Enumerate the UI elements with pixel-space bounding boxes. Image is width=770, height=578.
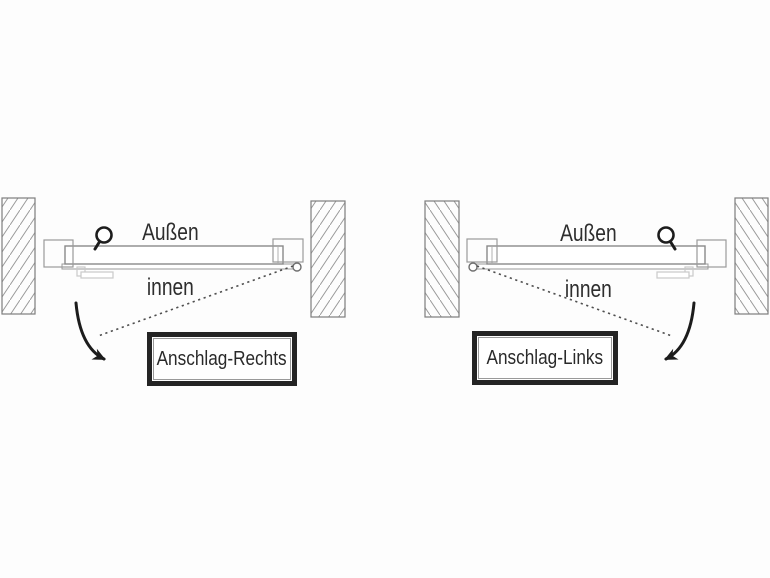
outside-label-right-diagram: Außen xyxy=(528,220,648,247)
hinge-type-label: Anschlag-Links xyxy=(486,346,604,369)
inside-label-text: innen xyxy=(146,274,194,301)
inside-label-left-diagram: innen xyxy=(110,274,230,301)
inside-label-right-diagram: innen xyxy=(528,276,648,303)
hinge-type-box-left-hinged: Anschlag-Links xyxy=(472,331,618,385)
hinge-type-box-inner: Anschlag-Rechts xyxy=(153,338,291,380)
inside-label-text: innen xyxy=(564,276,612,303)
hinge-type-box-inner: Anschlag-Links xyxy=(478,337,612,379)
outside-label-text: Außen xyxy=(141,219,199,246)
hinge-type-box-right-hinged: Anschlag-Rechts xyxy=(147,332,297,386)
outside-label-left-diagram: Außen xyxy=(110,219,230,246)
hinge-type-label: Anschlag-Rechts xyxy=(156,347,288,370)
outside-label-text: Außen xyxy=(559,220,617,247)
